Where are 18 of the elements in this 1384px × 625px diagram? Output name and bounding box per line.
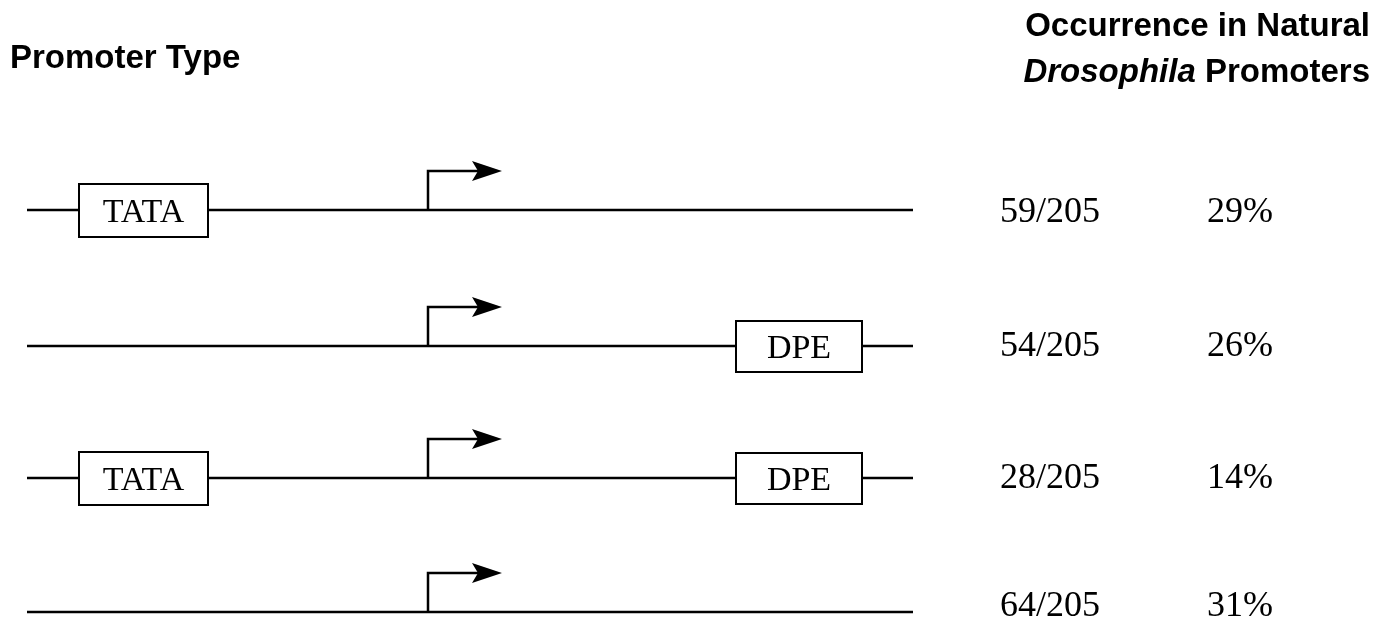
column-heading: Promoter Type xyxy=(10,38,241,76)
element-label: DPE xyxy=(766,327,832,366)
element-box xyxy=(735,452,863,505)
element-box xyxy=(78,183,209,238)
element-label: TATA xyxy=(102,191,185,230)
count-value: 28/205 xyxy=(1000,455,1100,497)
percent-value: 29% xyxy=(1207,189,1273,231)
element-label: DPE xyxy=(766,459,832,498)
count-value: 64/205 xyxy=(1000,583,1100,625)
count-value: 54/205 xyxy=(1000,323,1100,365)
element-box xyxy=(78,451,209,506)
count-value: 59/205 xyxy=(1000,189,1100,231)
column-heading: Occurrence in Natural Drosophila Promoters xyxy=(1022,5,1370,91)
percent-value: 31% xyxy=(1207,583,1273,625)
element-box xyxy=(735,320,863,373)
percent-value: 14% xyxy=(1207,455,1273,497)
percent-value: 26% xyxy=(1207,323,1273,365)
element-label: TATA xyxy=(102,459,185,498)
